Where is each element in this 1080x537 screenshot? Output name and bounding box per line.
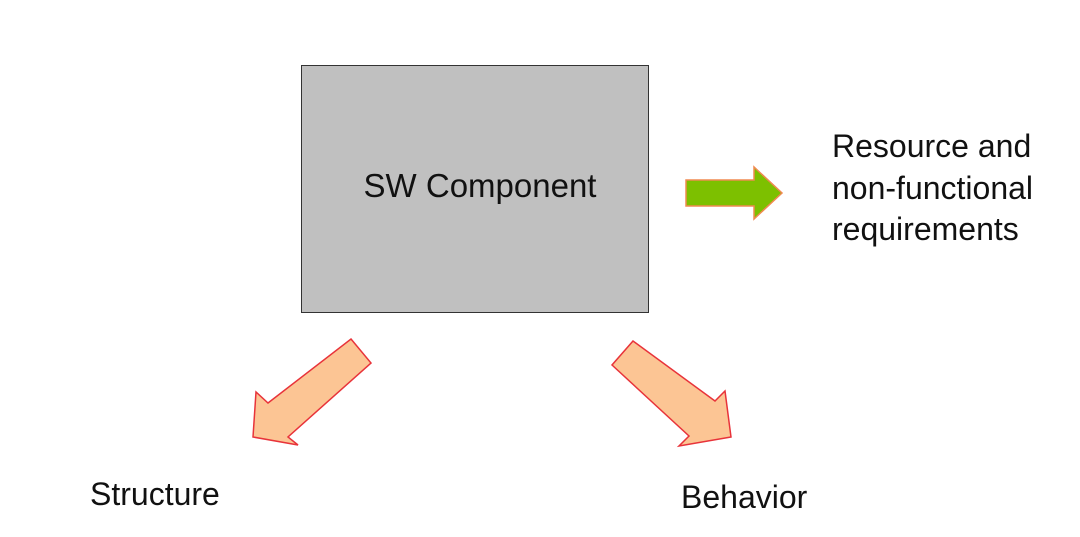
structure-label: Structure	[90, 476, 220, 512]
behavior-label: Behavior	[681, 479, 808, 515]
sw-component-box: SW Component	[301, 65, 649, 313]
requirements-label-line-3: requirements	[832, 211, 1019, 248]
requirements-label-line-2: non-functional	[832, 169, 1034, 206]
behavior-arrow	[610, 339, 732, 448]
sw-component-label: SW Component	[363, 167, 597, 204]
requirements-label-line-1: Resource and	[832, 128, 1032, 164]
structure-arrow	[252, 337, 373, 446]
requirements-label: Resource and non-functional requirements	[832, 126, 1072, 251]
requirements-arrow	[685, 165, 784, 221]
